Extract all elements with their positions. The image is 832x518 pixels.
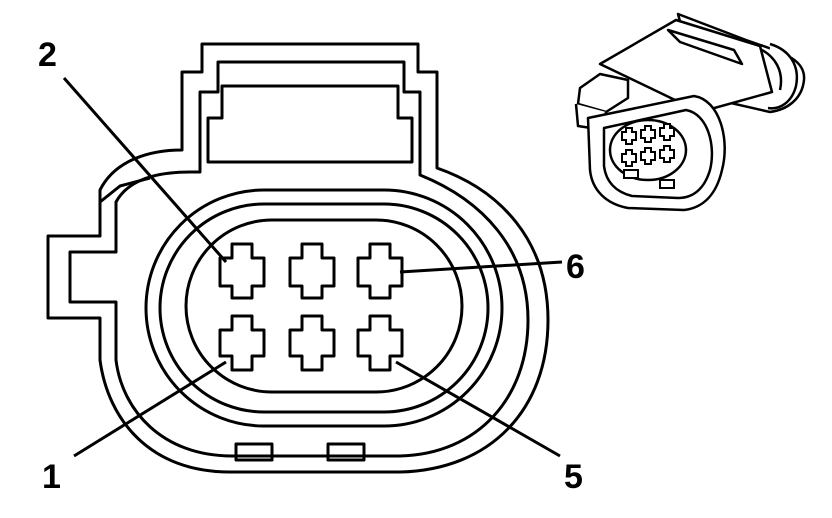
pin-terminals	[218, 242, 404, 372]
inset-pin	[621, 127, 637, 145]
connector-key-notch	[206, 84, 414, 164]
leader-line-pin5	[395, 360, 561, 458]
latch-lip	[99, 176, 151, 204]
connector-outer-housing	[46, 42, 550, 474]
callout-pin6: 6	[566, 248, 585, 286]
leader-line-pin6	[399, 260, 563, 274]
inset-pin	[640, 147, 656, 165]
bottom-tab-left	[234, 442, 274, 462]
inset-pin	[640, 125, 656, 143]
connector-face-view	[46, 42, 550, 474]
connector-inset-view	[574, 12, 806, 212]
pin-terminal-5	[356, 314, 404, 372]
callout-pin2: 2	[38, 36, 57, 74]
inset-bottom-tabs	[623, 169, 675, 189]
inset-pin	[659, 123, 675, 141]
inset-bottom-tab	[623, 169, 639, 179]
mating-ring-middle	[158, 202, 490, 414]
connector-latch	[576, 72, 630, 114]
inset-pin	[621, 149, 637, 167]
leader-line-pin1	[73, 360, 227, 458]
inset-pin-terminals	[621, 123, 675, 167]
pin-terminal-6	[356, 242, 404, 300]
bottom-tab-right	[326, 442, 366, 462]
inset-pin	[659, 145, 675, 163]
pin-terminal	[288, 314, 336, 372]
pin-cavity-boundary	[184, 218, 464, 394]
pin-terminal	[218, 242, 266, 300]
pin-terminal	[288, 242, 336, 300]
callout-pin1: 1	[42, 458, 61, 496]
connector-top-rib	[666, 28, 744, 66]
leader-lines	[62, 77, 563, 458]
leader-line-pin2	[62, 77, 228, 263]
mating-ring-outer	[144, 188, 504, 428]
pin-terminal-1	[218, 314, 266, 372]
connector-inner-housing	[68, 60, 530, 458]
callout-pin5: 5	[564, 458, 583, 496]
inset-bottom-tab	[659, 179, 675, 189]
